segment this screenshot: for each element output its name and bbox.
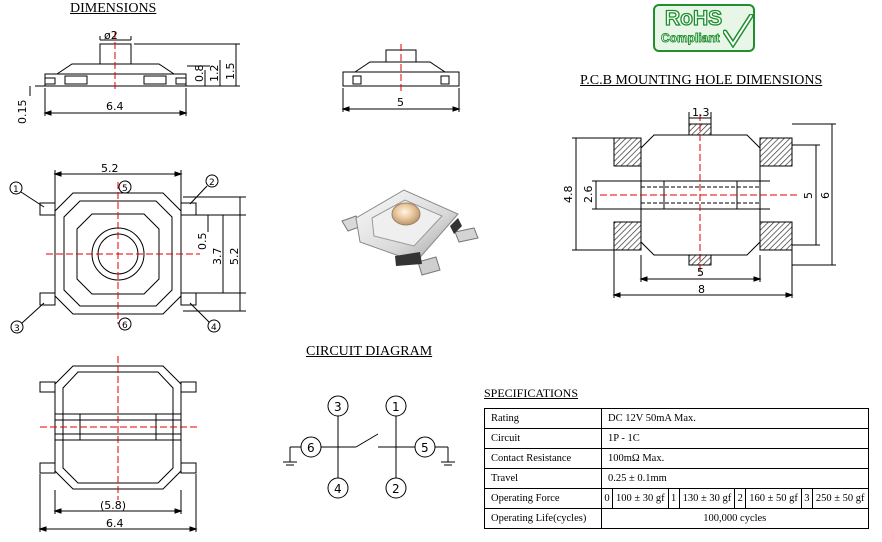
front-width: 5 bbox=[397, 96, 404, 109]
pcb-v6: 6 bbox=[819, 192, 832, 199]
pcb-w8: 8 bbox=[698, 283, 705, 296]
table-row: Operating Life(cycles) 100,000 cycles bbox=[484, 508, 869, 529]
pin-3-label: 3 bbox=[14, 324, 20, 334]
spec-label: Operating Life(cycles) bbox=[484, 508, 602, 529]
bottom-view bbox=[38, 356, 198, 532]
top-h05: 0.5 bbox=[196, 233, 209, 251]
pcb-v5: 5 bbox=[802, 192, 815, 199]
force-code: 0 bbox=[601, 488, 613, 509]
side-h15: 1.5 bbox=[224, 63, 237, 81]
spec-value: 1P - 1C bbox=[601, 428, 869, 449]
table-row: Rating DC 12V 50mA Max. bbox=[484, 408, 869, 429]
circuit-node-5: 5 bbox=[421, 441, 429, 455]
pin-5-label: 5 bbox=[122, 184, 128, 194]
spec-label: Contact Resistance bbox=[484, 448, 602, 469]
pin-6-label: 6 bbox=[122, 321, 128, 331]
pcb-h26: 2.6 bbox=[582, 186, 595, 204]
spec-label: Circuit bbox=[484, 428, 602, 449]
bottom-inner-dim: (5.8) bbox=[100, 499, 126, 512]
circuit-node-1: 1 bbox=[392, 400, 400, 414]
specs-title: SPECIFICATIONS bbox=[484, 386, 579, 400]
side-h08: 0.8 bbox=[193, 65, 206, 83]
spec-label: Operating Force bbox=[484, 488, 602, 509]
pcb-title: P.C.B MOUNTING HOLE DIMENSIONS bbox=[580, 73, 823, 88]
pcb-w5: 5 bbox=[697, 266, 704, 279]
force-value: 160 ± 50 gf bbox=[745, 488, 802, 509]
pin-2-label: 2 bbox=[209, 178, 215, 188]
bottom-width: 6.4 bbox=[106, 517, 124, 530]
switch-3d-render bbox=[341, 189, 479, 276]
force-value: 250 ± 50 gf bbox=[811, 488, 869, 509]
dimensions-title: DIMENSIONS bbox=[70, 1, 157, 16]
circuit-node-3: 3 bbox=[334, 400, 342, 414]
top-h52: 5.2 bbox=[228, 248, 241, 266]
force-value: 130 ± 30 gf bbox=[678, 488, 736, 509]
spec-value: 0.25 ± 0.1mm bbox=[601, 468, 869, 489]
top-width: 5.2 bbox=[101, 162, 119, 175]
force-code: 3 bbox=[800, 488, 813, 509]
table-row: Contact Resistance 100mΩ Max. bbox=[484, 448, 869, 469]
spec-value: 100mΩ Max. bbox=[601, 448, 869, 469]
side-dia-label: ø2 bbox=[104, 29, 118, 42]
circuit-diagram bbox=[283, 395, 455, 499]
side-base: 0.15 bbox=[16, 100, 29, 125]
side-view bbox=[29, 32, 240, 116]
pcb-footprint bbox=[572, 112, 836, 298]
specifications-table: Rating DC 12V 50mA Max. Circuit 1P - 1C … bbox=[484, 408, 869, 529]
pin-4-label: 4 bbox=[211, 323, 217, 333]
force-code: 1 bbox=[667, 488, 680, 509]
checkmark-icon bbox=[723, 14, 753, 48]
front-view bbox=[341, 44, 461, 112]
force-value: 100 ± 30 gf bbox=[612, 488, 669, 509]
spec-value: 100,000 cycles bbox=[601, 508, 869, 529]
table-row: Travel 0.25 ± 0.1mm bbox=[484, 468, 869, 489]
spec-label: Travel bbox=[484, 468, 602, 489]
side-h12: 1.2 bbox=[208, 65, 221, 83]
circuit-node-2: 2 bbox=[392, 482, 400, 496]
table-row: Operating Force 0 100 ± 30 gf 1 130 ± 30… bbox=[484, 488, 869, 509]
top-view bbox=[9, 170, 246, 334]
circuit-node-4: 4 bbox=[334, 482, 342, 496]
circuit-node-6: 6 bbox=[307, 441, 315, 455]
rohs-logo: RoHS Compliant bbox=[653, 4, 755, 52]
top-h37: 3.7 bbox=[211, 248, 224, 266]
pcb-w13: 1.3 bbox=[692, 106, 710, 119]
circuit-title: CIRCUIT DIAGRAM bbox=[306, 344, 433, 359]
table-row: Circuit 1P - 1C bbox=[484, 428, 869, 449]
spec-value: DC 12V 50mA Max. bbox=[601, 408, 869, 429]
force-code: 2 bbox=[734, 488, 747, 509]
pcb-h48: 4.8 bbox=[562, 186, 575, 204]
spec-label: Rating bbox=[484, 408, 602, 429]
pin-1-label: 1 bbox=[13, 185, 19, 195]
side-width: 6.4 bbox=[106, 100, 124, 113]
